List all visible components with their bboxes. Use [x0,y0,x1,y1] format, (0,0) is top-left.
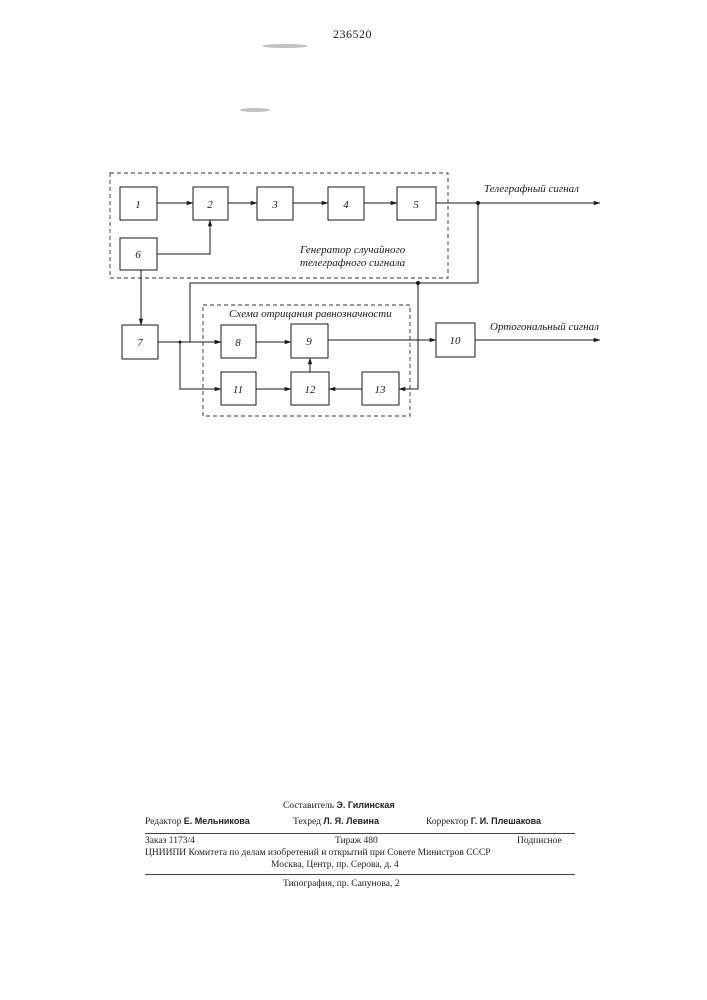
wire-5-8 [190,203,478,342]
techred-line: Техред Л. Я. Левина [293,816,379,827]
block-diagram: 1 2 3 4 5 6 7 8 9 10 11 12 13 Генератор … [0,0,707,470]
editor-line: Редактор Е. Мельникова [145,816,250,827]
block-label: 10 [450,335,462,347]
wire-6-2 [157,220,210,254]
divider [145,874,575,875]
block-label: 7 [137,337,143,349]
compiler-line: Составитель Э. Гилинская [283,800,395,811]
block-label: 5 [413,199,419,211]
block-label: 4 [343,199,349,211]
order-number: Заказ 1173/4 [145,836,195,846]
block-label: 12 [305,384,317,396]
telegraph-signal-label: Телеграфный сигнал [484,183,579,195]
editor-name: Е. Мельникова [184,816,250,826]
junction-dot [476,201,480,205]
divider [145,833,575,834]
subscription: Подписное [517,836,562,846]
block-label: 9 [306,336,312,348]
junction-dot [416,281,420,285]
junction-dot [179,341,182,344]
orthogonal-signal-label: Ортогональный сигнал [490,321,599,333]
techred-name: Л. Я. Левина [323,816,379,826]
generator-group-label-line2: телеграфного сигнала [300,257,406,269]
editor-label: Редактор [145,817,181,827]
generator-group-label-line1: Генератор случайного [299,244,406,256]
equivalence-group-label: Схема отрицания равнозначности [229,308,392,320]
institute: ЦНИИПИ Комитета по делам изобретений и о… [145,848,491,858]
compiler-name: Э. Гилинская [336,800,394,810]
circulation: Тираж 480 [335,836,378,846]
corrector-line: Корректор Г. И. Плешакова [426,816,541,827]
block-label: 11 [233,384,243,396]
block-label: 3 [271,199,278,211]
wire-5-13 [399,283,418,389]
block-label: 1 [135,199,141,211]
block-label: 13 [375,384,387,396]
techred-label: Техред [293,817,321,827]
block-label: 2 [207,199,213,211]
corrector-label: Корректор [426,817,468,827]
wire-7-11 [158,342,221,389]
printing-house: Типография, пр. Сапунова, 2 [283,879,399,889]
corrector-name: Г. И. Плешакова [471,816,541,826]
compiler-label: Составитель [283,801,334,811]
block-label: 6 [135,249,141,261]
block-label: 8 [235,337,241,349]
address: Москва, Центр, пр. Серова, д. 4 [271,860,399,870]
